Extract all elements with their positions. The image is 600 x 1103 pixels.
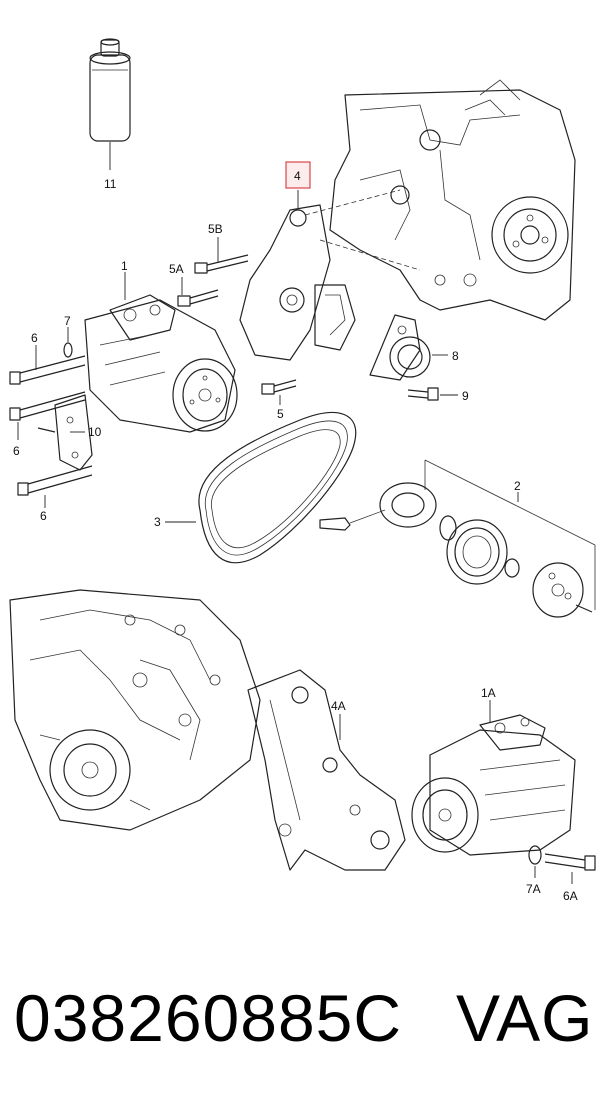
bracket-part-4 [239,189,421,361]
callout-6-bottom: 6 [40,509,47,523]
callout-4: 4 [294,169,301,183]
tensioner-part-8 [369,314,448,381]
washer-7 [63,327,73,358]
bolt-6A [544,853,596,884]
callout-5A: 5A [169,262,184,276]
callout-9: 9 [462,389,469,403]
callout-6-top: 6 [31,331,38,345]
bolt-5 [261,379,297,405]
callout-1A: 1A [481,686,496,700]
callout-2: 2 [514,479,521,493]
callout-6-middle: 6 [13,444,20,458]
bolt-6-bottom [17,465,93,508]
callout-7A: 7A [526,882,541,896]
spray-can-part [89,38,131,170]
bolt-5A [177,277,219,307]
callout-5B: 5B [208,222,223,236]
engine-block-lower [9,589,261,831]
callout-6A: 6A [563,889,578,903]
callout-3: 3 [154,515,161,529]
bolt-9 [407,387,458,401]
ribbed-belt-part-3 [165,411,357,564]
callout-8: 8 [452,349,459,363]
compressor-part-1 [84,272,238,433]
engine-block-upper [329,79,576,321]
parts-exploded-diagram: 11 4 5B [9,38,596,903]
bolt-6-top [9,345,86,385]
washer-7A [528,845,542,878]
compressor-part-1A [411,700,576,856]
callout-1: 1 [121,259,128,273]
callout-4A: 4A [331,699,346,713]
callout-7: 7 [64,314,71,328]
callout-10: 10 [88,425,102,439]
callout-5: 5 [277,407,284,421]
brand-name: VAG [456,981,594,1055]
callout-4-highlight-box [285,161,311,189]
bracket-part-4A [247,669,406,871]
bracket-part-10 [37,394,93,471]
clutch-kit-part-2 [319,459,596,618]
bolt-5B [194,237,249,274]
callout-11: 11 [104,177,117,191]
bolt-6-middle [9,391,86,440]
part-number: 038260885C [14,981,403,1055]
